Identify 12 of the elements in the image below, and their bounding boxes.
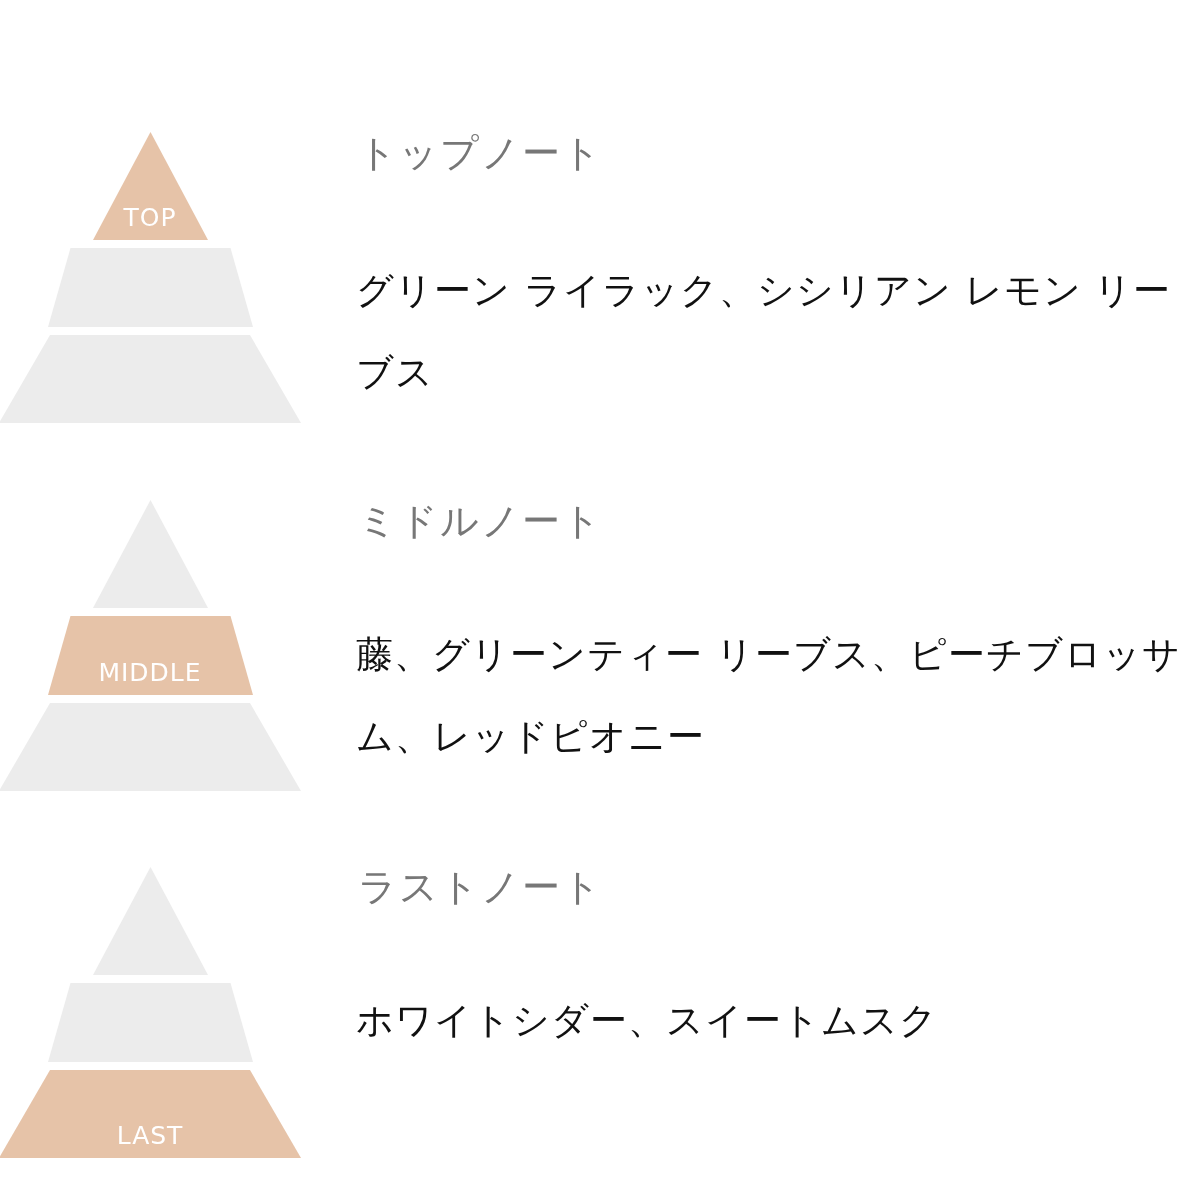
note-heading: ミドルノート [358,498,603,545]
note-ingredients: ホワイトシダー、スイートムスク [356,998,939,1044]
note-heading: ラストノート [358,864,603,911]
note-ingredients: 藤、グリーンティー リーブス、ピーチブロッサム、レッドピオニー [356,632,1182,760]
pyramid-tier [0,1070,301,1158]
pyramid-tier [47,616,253,695]
tier-label: MIDDLE [97,658,203,687]
tier-label: LAST [115,1121,185,1150]
note-heading: トップノート [358,130,603,177]
note-ingredients: グリーン ライラック、シシリアン レモン リーブス [356,268,1173,396]
pyramid-apex [92,132,208,240]
tier-label: TOP [122,203,178,232]
